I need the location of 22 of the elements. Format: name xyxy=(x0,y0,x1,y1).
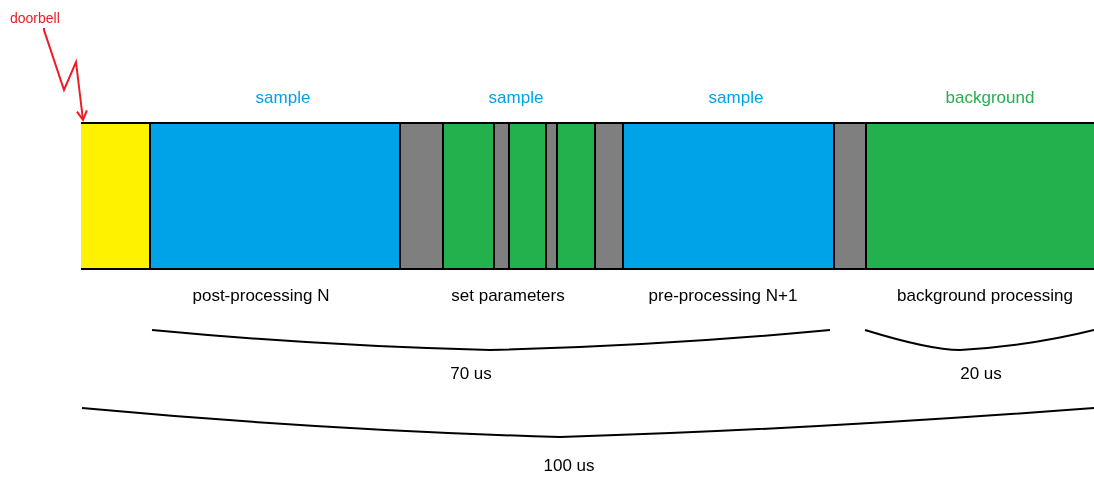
phase-heading: sample xyxy=(255,88,311,108)
phase-caption: background processing xyxy=(897,286,1073,306)
phase-heading: background xyxy=(945,88,1035,108)
duration-label: 70 us xyxy=(450,364,492,384)
timeline-segment xyxy=(493,124,508,268)
timeline-segment xyxy=(833,124,865,268)
timeline-segment xyxy=(442,124,493,268)
timeline-segment xyxy=(556,124,594,268)
zigzag-arrow xyxy=(43,27,88,121)
timeline-segment xyxy=(508,124,545,268)
phase-caption: post-processing N xyxy=(192,286,330,306)
timeline-segment xyxy=(81,124,149,268)
phase-label: set parameters xyxy=(451,286,565,306)
timeline-segment xyxy=(399,124,442,268)
annotation-text: doorbell xyxy=(10,8,60,28)
duration-label: 100 us xyxy=(543,456,595,476)
duration-label: 20 us xyxy=(960,364,1002,384)
phase-label: sample xyxy=(488,88,544,108)
phase-heading: sample xyxy=(708,88,764,108)
timeline-segment xyxy=(545,124,556,268)
phase-caption: pre-processing N+1 xyxy=(648,286,798,306)
timeline-segment xyxy=(594,124,622,268)
